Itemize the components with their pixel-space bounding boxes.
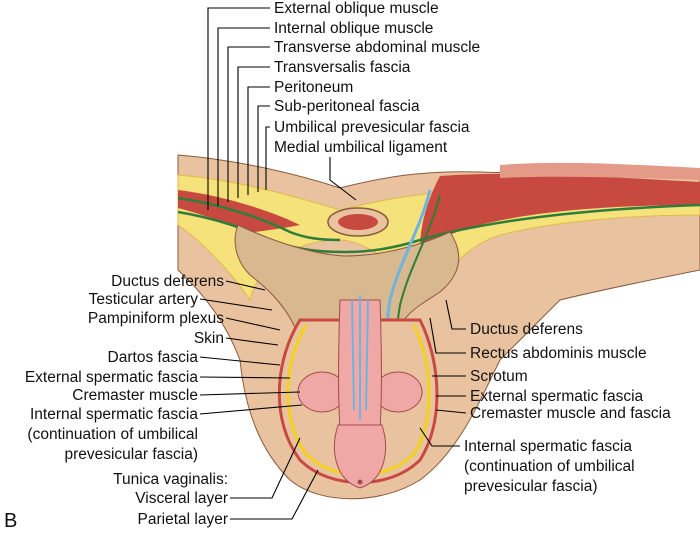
label-visceral-layer: Visceral layer <box>135 490 228 507</box>
label-ductus-deferens-left: Ductus deferens <box>111 273 224 290</box>
label-parietal-layer: Parietal layer <box>138 511 228 528</box>
label-sub-peritoneal-fascia: Sub-peritoneal fascia <box>274 98 420 115</box>
right-label-group: Ductus deferens Rectus abdominis muscle … <box>464 321 671 495</box>
figure-letter: B <box>4 510 17 532</box>
label-peritoneum: Peritoneum <box>274 79 353 96</box>
label-pampiniform-plexus: Pampiniform plexus <box>88 310 224 327</box>
label-rectus-abdominis-muscle: Rectus abdominis muscle <box>470 345 647 362</box>
label-external-oblique-muscle: External oblique muscle <box>274 0 439 17</box>
label-skin: Skin <box>194 330 224 347</box>
label-medial-umbilical-ligament: Medial umbilical ligament <box>274 139 448 156</box>
leader-top-7 <box>265 126 270 190</box>
leader-top-6 <box>257 105 270 192</box>
top-label-group: External oblique muscle Internal oblique… <box>274 0 480 156</box>
leader-left-1 <box>225 280 266 291</box>
leader-right-5 <box>435 409 467 414</box>
leader-top-2 <box>217 27 270 206</box>
label-external-spermatic-fascia-left: External spermatic fascia <box>25 369 199 386</box>
leader-right-1 <box>445 299 466 330</box>
leader-right-6 <box>419 427 460 447</box>
urethral-opening <box>357 479 363 485</box>
label-internal-spermatic-fascia-left-cont2: prevesicular fascia) <box>64 446 198 463</box>
umbilicus-inner <box>338 214 378 230</box>
green-fascia-right <box>419 203 700 242</box>
label-internal-spermatic-fascia-right: Internal spermatic fascia <box>464 438 632 455</box>
label-internal-spermatic-fascia-right-cont2: prevesicular fascia) <box>464 478 598 495</box>
label-internal-spermatic-fascia-left-cont1: (continuation of umbilical <box>27 426 198 443</box>
leader-top-5 <box>247 86 270 195</box>
label-tunica-vaginalis: Tunica vaginalis: <box>113 471 228 488</box>
leader-lines <box>199 7 467 520</box>
leader-left-8 <box>199 404 303 415</box>
pelvic-cavity <box>234 224 460 341</box>
leader-top-8 <box>329 157 357 201</box>
label-transverse-abdominal-muscle: Transverse abdominal muscle <box>274 39 480 56</box>
leader-left-7 <box>199 391 301 396</box>
leader-left-6 <box>199 376 291 379</box>
leader-top-1 <box>207 7 270 210</box>
label-umbilical-prevesicular-fascia: Umbilical prevesicular fascia <box>274 119 470 136</box>
label-transversalis-fascia: Transversalis fascia <box>274 59 411 76</box>
leader-left-9 <box>230 437 301 499</box>
label-scrotum: Scrotum <box>470 368 528 385</box>
label-internal-spermatic-fascia-left: Internal spermatic fascia <box>30 406 198 423</box>
leader-left-2 <box>199 298 273 311</box>
right-muscle-light <box>500 162 700 180</box>
label-external-spermatic-fascia-right: External spermatic fascia <box>470 388 644 405</box>
label-internal-oblique-muscle: Internal oblique muscle <box>274 20 433 37</box>
penis-vessels <box>351 295 369 420</box>
left-label-group: Ductus deferens Testicular artery Pampin… <box>25 273 228 528</box>
label-internal-spermatic-fascia-right-cont1: (continuation of umbilical <box>464 458 635 475</box>
label-ductus-deferens-right: Ductus deferens <box>470 321 583 338</box>
leader-left-5 <box>199 356 281 366</box>
illustration <box>177 154 700 500</box>
leader-left-3 <box>225 317 281 331</box>
right-muscle-layers <box>420 173 700 250</box>
leader-left-10 <box>230 469 319 520</box>
label-testicular-artery: Testicular artery <box>89 291 199 308</box>
leader-top-3 <box>227 46 270 202</box>
label-dartos-fascia: Dartos fascia <box>108 349 199 366</box>
green-fascia-left <box>177 196 341 242</box>
glans <box>333 424 387 489</box>
leader-left-4 <box>225 337 279 346</box>
leader-top-4 <box>237 66 270 198</box>
label-cremaster-muscle: Cremaster muscle <box>72 387 198 404</box>
label-cremaster-muscle-and-fascia: Cremaster muscle and fascia <box>470 405 671 422</box>
leader-right-2 <box>429 317 466 354</box>
